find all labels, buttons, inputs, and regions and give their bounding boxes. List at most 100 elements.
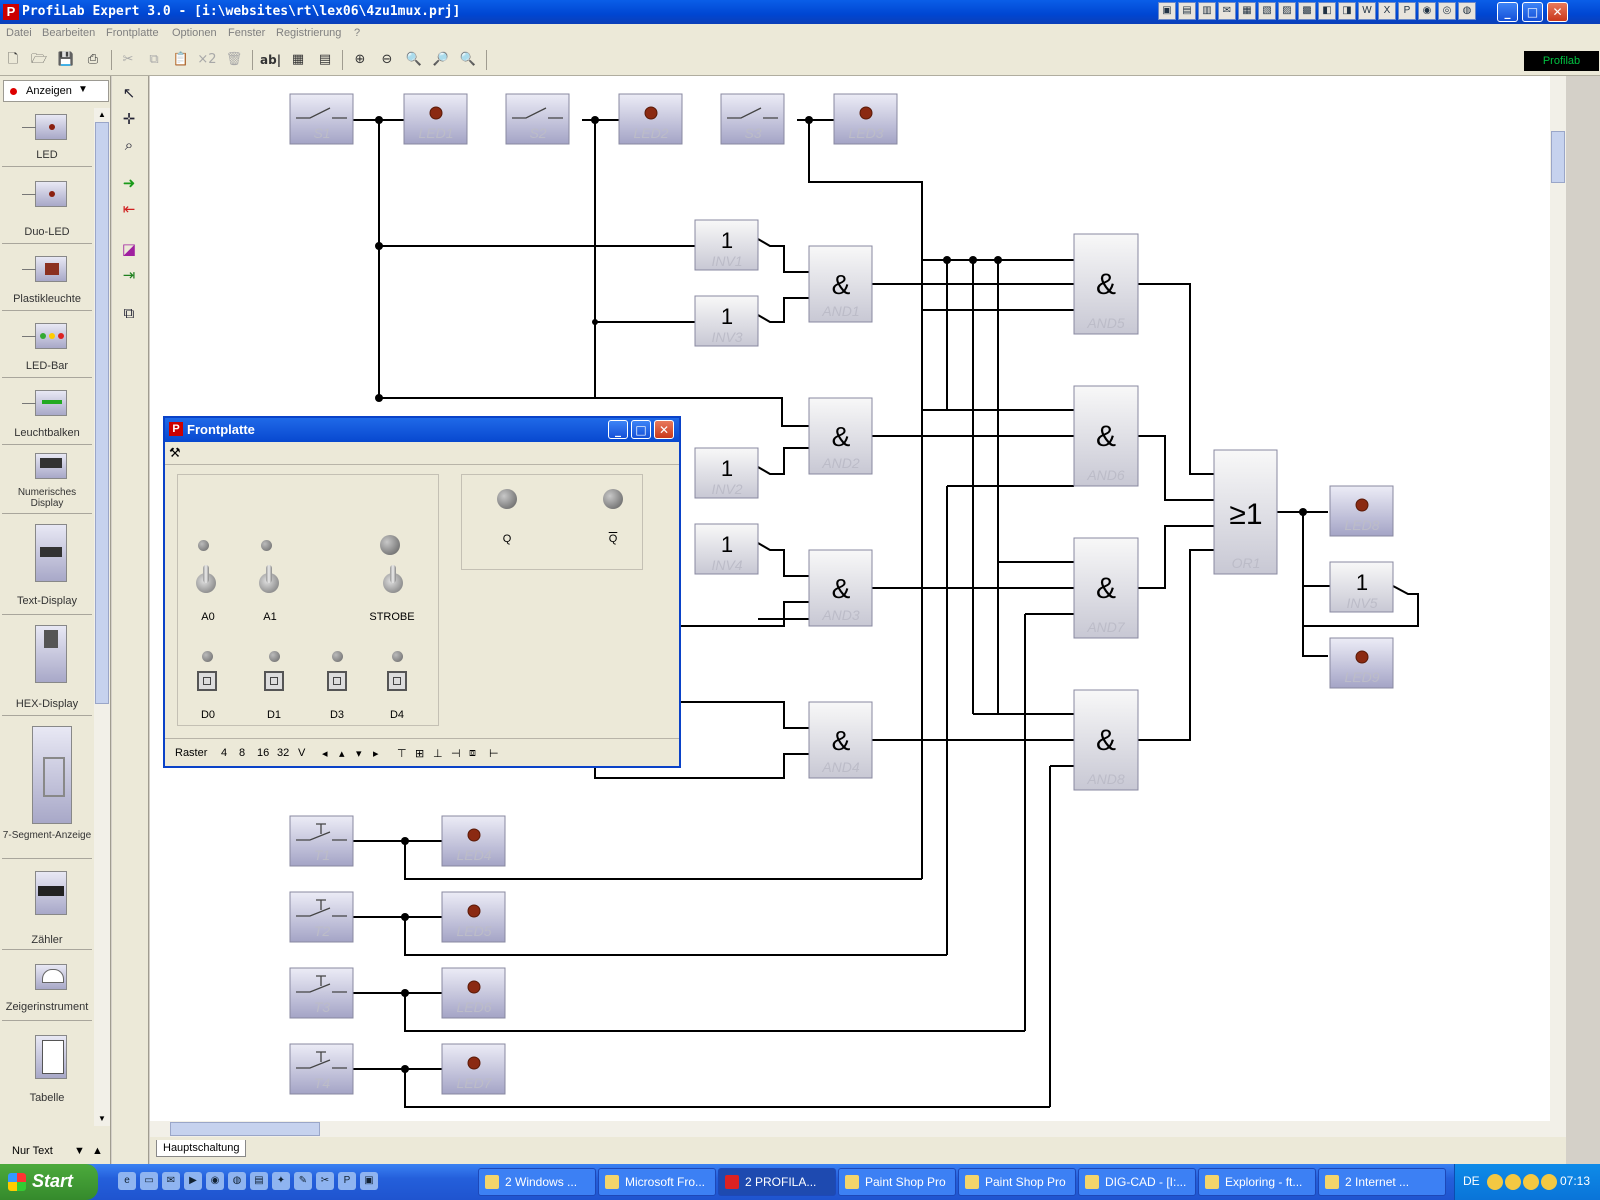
text-tool-icon[interactable]: ab| xyxy=(260,53,282,67)
quicklaunch-icon-9[interactable]: ✎ xyxy=(294,1172,312,1190)
palette-item-plastikleuchte[interactable]: Plastikleuchte xyxy=(2,244,92,311)
button-t3[interactable]: T3 xyxy=(289,967,354,1019)
quicklaunch-desktop-icon[interactable]: ▭ xyxy=(140,1172,158,1190)
frontplatte-minimize-button[interactable]: _ xyxy=(608,420,628,439)
zoom-out-icon[interactable]: ⊖ xyxy=(381,52,393,67)
menu-frontplatte[interactable]: Frontplatte xyxy=(106,27,159,39)
delete-icon[interactable]: 🗑 xyxy=(225,52,243,67)
quicklaunch-icon-12[interactable]: ▣ xyxy=(360,1172,378,1190)
led-9[interactable]: LED9 xyxy=(1329,637,1394,689)
powerpoint-icon[interactable]: P xyxy=(1398,2,1416,20)
horizontal-scroll-thumb[interactable] xyxy=(170,1122,320,1136)
and-gate-and7[interactable]: &AND7 xyxy=(1073,537,1139,639)
tray-icon-3[interactable] xyxy=(1523,1174,1539,1190)
zoom-fit-icon[interactable]: 🔍 xyxy=(405,52,423,67)
and-gate-and5[interactable]: &AND5 xyxy=(1073,233,1139,335)
toggle-a0[interactable] xyxy=(196,565,216,593)
align-center-icon[interactable]: ⧈ xyxy=(469,747,476,759)
paste-icon[interactable]: 📋 xyxy=(172,52,190,67)
led-8[interactable]: LED8 xyxy=(1329,485,1394,537)
align-middle-icon[interactable]: ⊞ xyxy=(415,748,425,760)
palette-item-duo-led[interactable]: Duo-LED xyxy=(2,167,92,244)
quicklaunch-ie-icon[interactable]: e xyxy=(118,1172,136,1190)
button-t1[interactable]: T1 xyxy=(289,815,354,867)
quicklaunch-icon-6[interactable]: ▧ xyxy=(1258,2,1276,20)
quicklaunch-icon-15[interactable]: ◎ xyxy=(1438,2,1456,20)
button-d1[interactable] xyxy=(264,671,284,691)
quicklaunch-icon-10[interactable]: ✂ xyxy=(316,1172,334,1190)
close-button[interactable]: ✕ xyxy=(1547,2,1568,22)
tray-icon-1[interactable] xyxy=(1487,1174,1503,1190)
print-icon[interactable]: ⎙ xyxy=(87,52,99,67)
quicklaunch-icon-3[interactable]: ▥ xyxy=(1198,2,1216,20)
led-2[interactable]: LED2 xyxy=(618,93,683,145)
task-dig-cad[interactable]: DIG-CAD - [I:... xyxy=(1078,1168,1196,1196)
arrow-up-icon[interactable]: ▴ xyxy=(339,748,345,760)
hammer-icon[interactable]: ⚒ xyxy=(169,445,181,460)
palette-item-numerisches-display[interactable]: Numerisches Display xyxy=(2,445,92,514)
restore-button[interactable]: □ xyxy=(1522,2,1543,22)
menu-fenster[interactable]: Fenster xyxy=(228,27,266,39)
align-top-icon[interactable]: ⊤ xyxy=(397,748,407,760)
and-gate-and3[interactable]: &AND3 xyxy=(808,549,873,627)
mail-icon[interactable]: ✉ xyxy=(1218,2,1236,20)
pin-icon[interactable]: ⇥ xyxy=(122,266,136,284)
palette-item-leuchtbalken[interactable]: Leuchtbalken xyxy=(2,378,92,445)
tab-hauptschaltung[interactable]: Hauptschaltung xyxy=(156,1140,247,1157)
quicklaunch-icon-5[interactable]: ▦ xyxy=(1238,2,1256,20)
raster-4-button[interactable]: 4 xyxy=(221,747,228,759)
quicklaunch-icon-7[interactable]: ▤ xyxy=(250,1172,268,1190)
menu-help[interactable]: ? xyxy=(354,27,361,39)
quicklaunch-icon-11[interactable]: P xyxy=(338,1172,356,1190)
stop-icon[interactable]: ⇤ xyxy=(122,200,136,218)
arrow-left-icon[interactable]: ◂ xyxy=(322,748,328,760)
cut-icon[interactable]: ✂ xyxy=(122,52,134,67)
led-3[interactable]: LED3 xyxy=(833,93,898,145)
palette-item-led[interactable]: LED xyxy=(2,106,92,167)
list-icon[interactable]: ▤ xyxy=(318,52,332,67)
toggle-strobe[interactable] xyxy=(383,565,403,593)
toggle-a1[interactable] xyxy=(259,565,279,593)
and-gate-and4[interactable]: &AND4 xyxy=(808,701,873,779)
palette-item-zaehler[interactable]: Zähler xyxy=(2,859,92,950)
switch-s1[interactable]: S1 xyxy=(289,93,354,145)
switch-s3[interactable]: S3 xyxy=(720,93,785,145)
led-7[interactable]: LED7 xyxy=(441,1043,506,1095)
button-d0[interactable] xyxy=(197,671,217,691)
quicklaunch-icon-8[interactable]: ▩ xyxy=(1298,2,1316,20)
task-internet[interactable]: 2 Internet ... xyxy=(1318,1168,1446,1196)
quicklaunch-icon-5[interactable]: ◉ xyxy=(206,1172,224,1190)
quicklaunch-icon-14[interactable]: ◉ xyxy=(1418,2,1436,20)
menu-bearbeiten[interactable]: Bearbeiten xyxy=(42,27,96,39)
task-microsoft-frontpage[interactable]: Microsoft Fro... xyxy=(598,1168,716,1196)
palette-item-hex-display[interactable]: HEX-Display xyxy=(2,615,92,716)
tray-icon-4[interactable] xyxy=(1541,1174,1557,1190)
quicklaunch-icon-10[interactable]: ◨ xyxy=(1338,2,1356,20)
raster-8-button[interactable]: 8 xyxy=(239,747,246,759)
zoom-all-icon[interactable]: 🔎 xyxy=(432,52,450,67)
button-d4[interactable] xyxy=(387,671,407,691)
scroll-down-icon[interactable]: ▼ xyxy=(98,1114,106,1123)
duplicate-icon[interactable]: ×2 xyxy=(197,52,217,67)
raster-v-button[interactable]: V xyxy=(298,747,306,759)
align-bottom-icon[interactable]: ⊥ xyxy=(433,748,443,760)
raster-16-button[interactable]: 16 xyxy=(257,747,270,759)
tray-icon-2[interactable] xyxy=(1505,1174,1521,1190)
open-folder-icon[interactable]: 🗁 xyxy=(30,52,48,67)
and-gate-and6[interactable]: &AND6 xyxy=(1073,385,1139,487)
quicklaunch-icon-8[interactable]: ✦ xyxy=(272,1172,290,1190)
menu-datei[interactable]: Datei xyxy=(6,27,32,39)
palette-item-7-segment[interactable]: 7-Segment-Anzeige xyxy=(2,716,92,859)
quicklaunch-icon-6[interactable]: ◍ xyxy=(228,1172,246,1190)
window-switch-icon[interactable]: ⧉ xyxy=(123,304,135,322)
led-6[interactable]: LED6 xyxy=(441,967,506,1019)
switch-s2[interactable]: S2 xyxy=(505,93,570,145)
text-only-toggle[interactable]: Nur Text xyxy=(12,1145,53,1157)
frontplatte-close-button[interactable]: ✕ xyxy=(654,420,674,439)
excel-icon[interactable]: X xyxy=(1378,2,1396,20)
canvas-vertical-scrollbar[interactable] xyxy=(1550,76,1566,1121)
